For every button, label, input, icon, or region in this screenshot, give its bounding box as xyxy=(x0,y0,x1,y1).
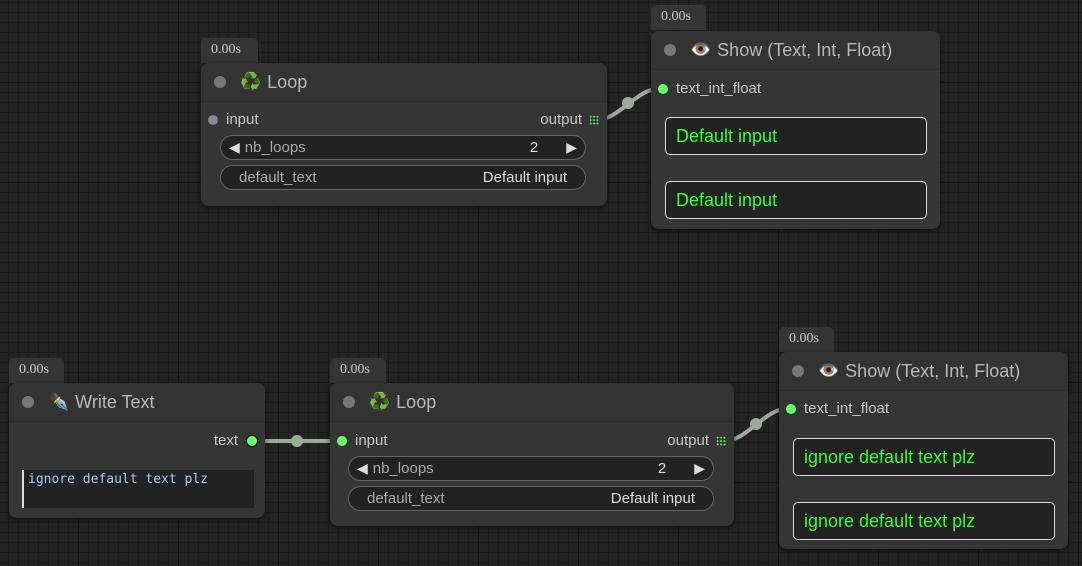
widget-value: Default input xyxy=(610,490,695,507)
execution-time-badge: 0.00s xyxy=(201,38,258,63)
nb-loops-stepper[interactable]: ◀nb_loops 2 ▶ xyxy=(220,135,586,160)
widget-value: 2 xyxy=(657,460,667,477)
show-node[interactable]: 👁️ Show (Text, Int, Float) text_int_float… xyxy=(779,352,1068,549)
output-text-box[interactable]: Default input xyxy=(665,181,927,219)
node-title-bar[interactable]: ♻️ Loop xyxy=(201,63,607,102)
output-text-box[interactable]: ignore default text plz xyxy=(793,438,1055,476)
widget-label: default_text xyxy=(239,169,317,186)
input-label: text_int_float xyxy=(676,80,762,97)
link-midpoint[interactable] xyxy=(750,418,762,430)
collapse-dot-icon[interactable] xyxy=(214,76,226,88)
node-title-bar[interactable]: 👁️ Show (Text, Int, Float) xyxy=(651,31,940,70)
node-title: Write Text xyxy=(75,391,155,412)
execution-time-badge: 0.00s xyxy=(9,358,64,383)
collapse-dot-icon[interactable] xyxy=(343,396,355,408)
execution-time-badge: 0.00s xyxy=(651,5,706,30)
output-slot-icon[interactable] xyxy=(246,434,258,447)
default-text-field[interactable]: default_text Default input xyxy=(220,165,586,190)
input-label: input xyxy=(355,432,388,449)
recycle-icon: ♻️ xyxy=(240,72,262,91)
node-title: Loop xyxy=(267,71,308,92)
increment-arrow-icon[interactable]: ▶ xyxy=(566,139,577,155)
input-slot-icon[interactable] xyxy=(658,83,668,94)
show-node[interactable]: 👁️ Show (Text, Int, Float) text_int_float… xyxy=(651,31,940,229)
input-label: input xyxy=(226,111,259,128)
output-text-box[interactable]: Default input xyxy=(665,117,927,155)
decrement-arrow-icon[interactable]: ◀ xyxy=(229,139,240,155)
pen-icon: ✒️ xyxy=(48,392,70,411)
nb-loops-stepper[interactable]: ◀nb_loops 2 ▶ xyxy=(348,456,714,481)
output-slot-icon[interactable] xyxy=(716,435,726,446)
widget-value: 2 xyxy=(529,139,539,156)
output-text-box[interactable]: ignore default text plz xyxy=(793,502,1055,540)
widget-value: Default input xyxy=(482,169,567,186)
eye-icon: 👁️ xyxy=(818,361,840,380)
node-title: Show (Text, Int, Float) xyxy=(717,39,893,60)
node-title-bar[interactable]: 👁️ Show (Text, Int, Float) xyxy=(779,352,1068,391)
output-label: output xyxy=(667,432,709,449)
execution-time-badge: 0.00s xyxy=(779,327,834,352)
increment-arrow-icon[interactable]: ▶ xyxy=(694,460,705,476)
decrement-arrow-icon[interactable]: ◀ xyxy=(357,460,368,476)
input-slot-icon[interactable] xyxy=(337,435,347,446)
collapse-dot-icon[interactable] xyxy=(664,44,676,56)
link-midpoint[interactable] xyxy=(622,97,634,109)
node-title: Show (Text, Int, Float) xyxy=(845,360,1021,381)
link-midpoint[interactable] xyxy=(291,435,303,447)
input-slot-icon[interactable] xyxy=(786,403,796,414)
output-label: text xyxy=(213,432,238,449)
widget-label: nb_loops xyxy=(372,460,434,477)
node-title-bar[interactable]: ♻️ Loop xyxy=(330,383,734,422)
output-slot-icon[interactable] xyxy=(589,114,599,125)
default-text-field[interactable]: default_text Default input xyxy=(348,486,714,511)
widget-label: default_text xyxy=(367,490,445,507)
collapse-dot-icon[interactable] xyxy=(792,365,804,377)
loop-node[interactable]: ♻️ Loop input output ◀nb_loops 2 ▶ default_… xyxy=(201,63,607,206)
loop-node[interactable]: ♻️ Loop input output ◀nb_loops 2 ▶ default_… xyxy=(330,383,734,526)
widget-label: nb_loops xyxy=(244,139,306,156)
text-input-area[interactable]: ignore default text plz xyxy=(22,470,254,508)
eye-icon: 👁️ xyxy=(690,40,712,59)
node-title-bar[interactable]: ✒️ Write Text xyxy=(9,383,265,422)
execution-time-badge: 0.00s xyxy=(330,358,386,383)
collapse-dot-icon[interactable] xyxy=(22,396,34,408)
write-text-node[interactable]: ✒️ Write Text text ignore default text pl… xyxy=(9,383,265,518)
input-slot-icon[interactable] xyxy=(208,114,218,125)
input-label: text_int_float xyxy=(804,400,890,417)
recycle-icon: ♻️ xyxy=(369,392,391,411)
output-label: output xyxy=(540,111,582,128)
node-title: Loop xyxy=(396,391,437,412)
